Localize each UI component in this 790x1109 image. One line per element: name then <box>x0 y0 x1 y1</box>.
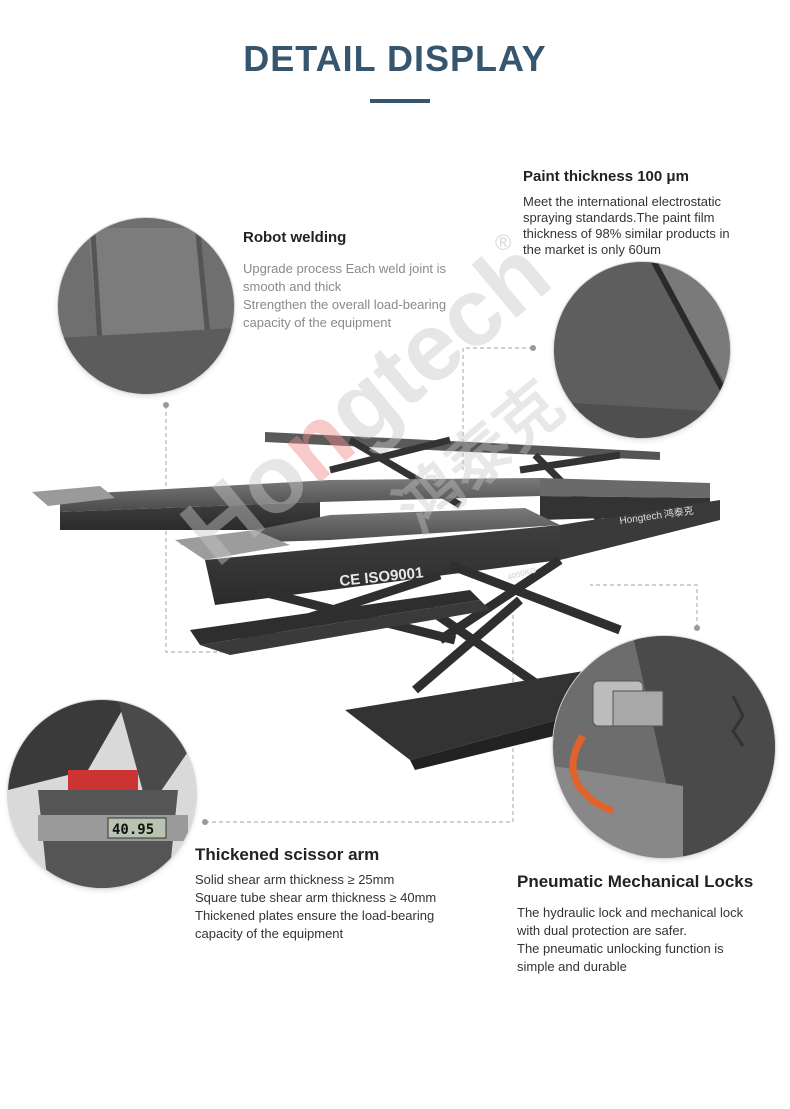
desc-line: Solid shear arm thickness ≥ 25mm <box>195 872 395 887</box>
connector-dot <box>530 345 536 351</box>
desc-line: with dual protection are safer. <box>517 923 687 938</box>
robot-welding-desc: Upgrade process Each weld joint is smoot… <box>243 260 446 332</box>
desc-line: simple and durable <box>517 959 627 974</box>
paint-thickness-heading: Paint thickness 100 μm <box>523 168 689 185</box>
title-underline <box>370 99 430 103</box>
desc-line: spraying standards.The paint film <box>523 210 715 225</box>
robot-welding-image <box>58 218 234 394</box>
desc-line: capacity of the equipment <box>243 315 392 330</box>
paint-thickness-desc: Meet the international electrostatic spr… <box>523 194 730 258</box>
scissor-arm-desc: Solid shear arm thickness ≥ 25mm Square … <box>195 871 436 943</box>
connector-dot <box>163 402 169 408</box>
desc-line: Meet the international electrostatic <box>523 194 721 209</box>
desc-line: thickness of 98% similar products in <box>523 226 730 241</box>
desc-line: The pneumatic unlocking function is <box>517 941 724 956</box>
desc-line: Square tube shear arm thickness ≥ 40mm <box>195 890 437 905</box>
page-title: DETAIL DISPLAY <box>243 38 547 79</box>
desc-line: The hydraulic lock and mechanical lock <box>517 905 744 920</box>
pneumatic-locks-desc: The hydraulic lock and mechanical lock w… <box>517 904 743 976</box>
pneumatic-locks-image <box>553 636 775 858</box>
scissor-arm-image: 40.95 <box>8 700 196 888</box>
lift-brand-cn: 鸿泰克 <box>663 504 695 521</box>
desc-line: Upgrade process Each weld joint is <box>243 261 447 276</box>
pneumatic-locks-heading: Pneumatic Mechanical Locks <box>517 872 754 891</box>
desc-line: Strengthen the overall load-bearing <box>243 297 447 312</box>
scissor-arm-heading: Thickened scissor arm <box>195 845 380 864</box>
connector-dot <box>202 819 208 825</box>
desc-line: smooth and thick <box>243 279 342 294</box>
desc-line: the market is only 60um <box>523 242 662 257</box>
paint-thickness-image <box>554 262 730 438</box>
desc-line: capacity of the equipment <box>195 926 344 941</box>
desc-line: Thickened plates ensure the load-bearing <box>195 908 435 923</box>
connector-dot <box>694 625 700 631</box>
robot-welding-heading: Robot welding <box>243 229 347 246</box>
caliper-reading: 40.95 <box>112 822 154 838</box>
